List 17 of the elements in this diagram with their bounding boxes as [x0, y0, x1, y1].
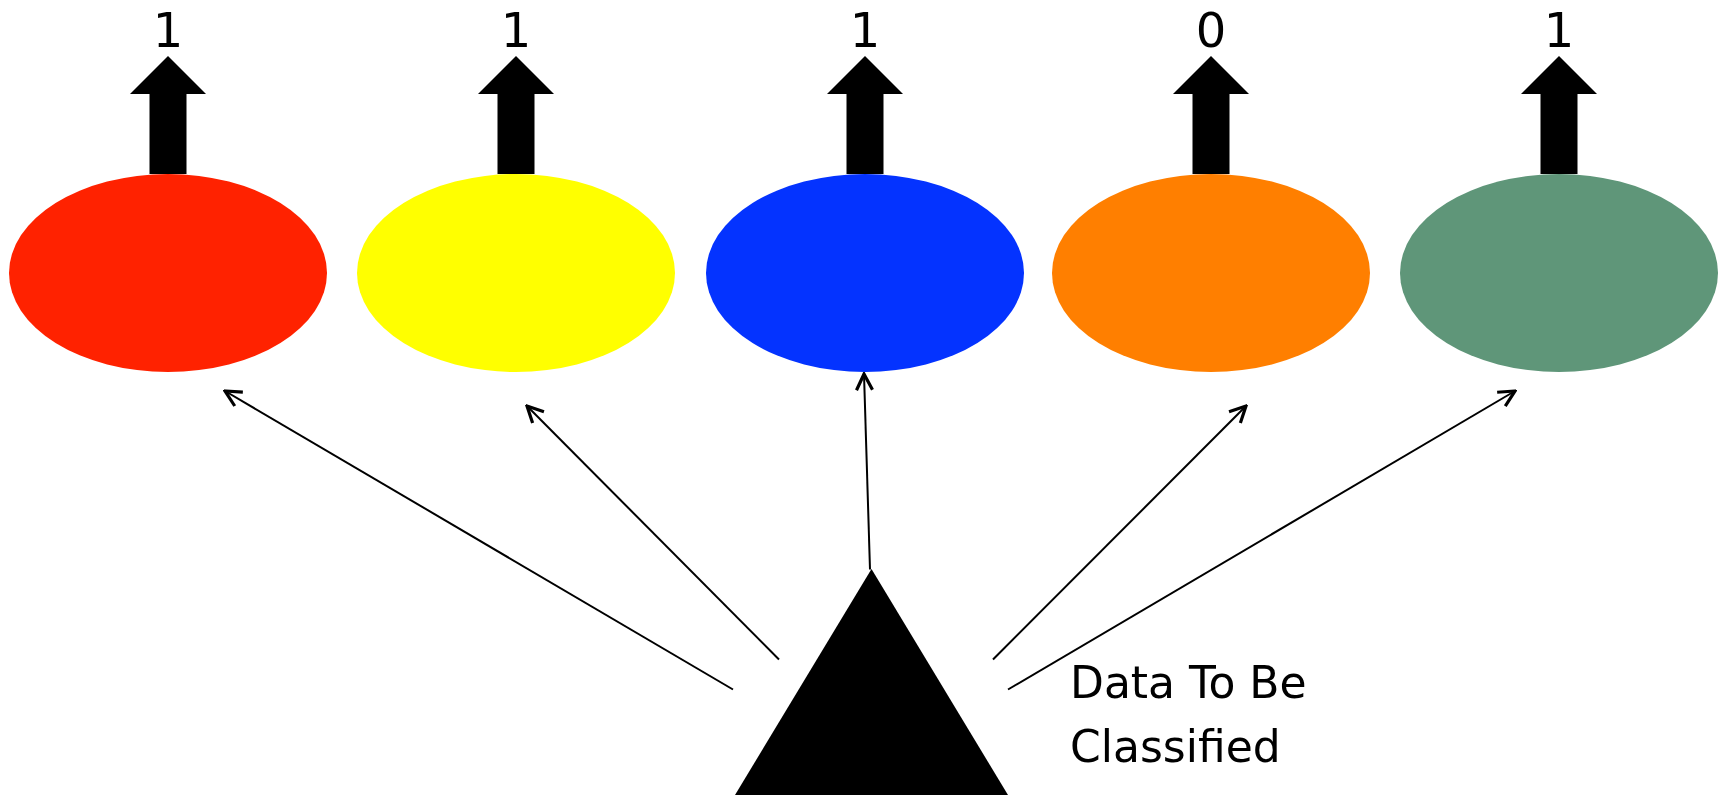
arrow	[223, 389, 734, 691]
output-value: 1	[1529, 4, 1589, 56]
output-value: 1	[486, 4, 546, 56]
node-caption: Data To Be Classified	[1070, 656, 1308, 774]
block-arrow	[130, 56, 206, 174]
block-arrow	[1521, 56, 1597, 174]
output-value: 0	[1181, 4, 1241, 56]
block-arrow	[478, 56, 554, 174]
block-arrow	[1173, 56, 1249, 174]
data-triangle	[735, 569, 1008, 795]
arrow	[525, 404, 780, 661]
arrow	[992, 404, 1248, 661]
arrow	[854, 372, 875, 571]
block-arrow	[827, 56, 903, 174]
output-value: 1	[138, 4, 198, 56]
output-value: 1	[835, 4, 895, 56]
arrow	[1007, 389, 1517, 691]
